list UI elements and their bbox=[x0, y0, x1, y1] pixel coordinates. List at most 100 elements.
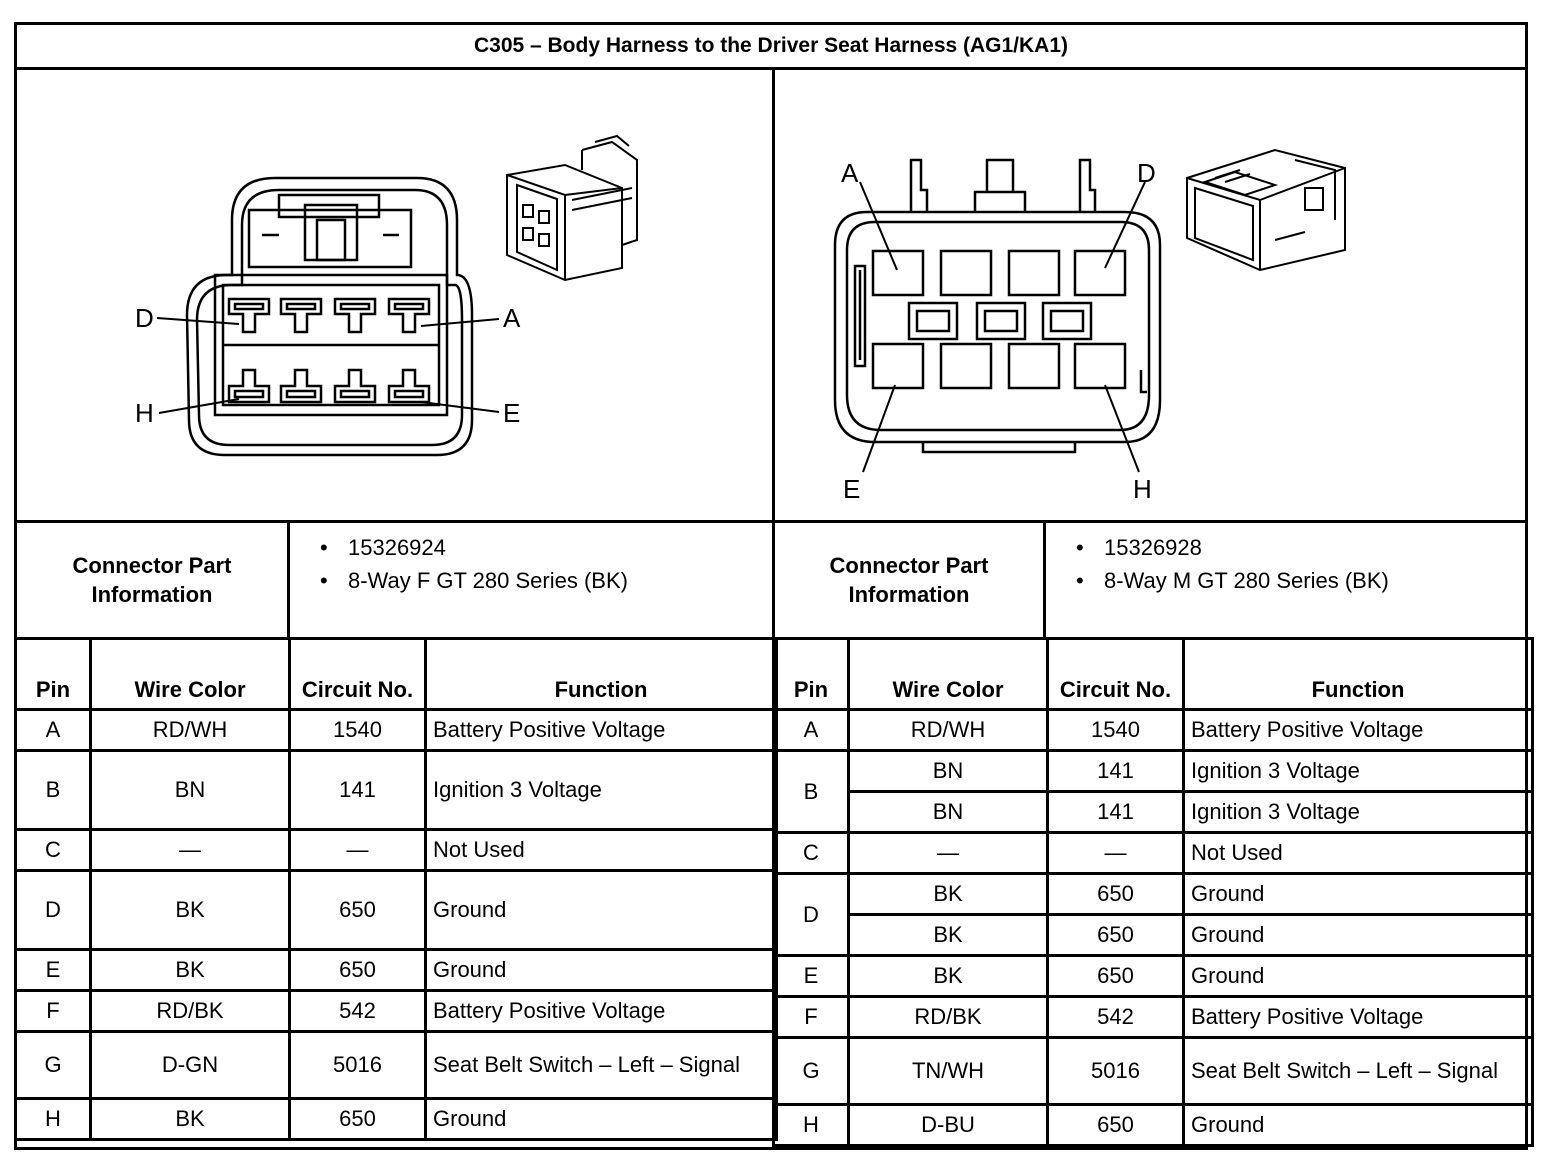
left-connector-diagram: D A H E bbox=[17, 70, 772, 522]
male-connector-drawing: A D E H bbox=[833, 148, 1346, 504]
cell-wire: BK bbox=[847, 872, 1049, 916]
cell-wire: RD/BK bbox=[847, 995, 1049, 1039]
cell-pin: D bbox=[772, 872, 850, 957]
cell-pin: E bbox=[772, 954, 850, 998]
cavity-b bbox=[939, 249, 993, 297]
cell-function: Ground bbox=[424, 1097, 778, 1141]
cell-function: Ground bbox=[1182, 872, 1534, 916]
male-connector-isometric-icon bbox=[1186, 148, 1346, 272]
cell-circuit: — bbox=[288, 828, 427, 872]
cell-function: Ignition 3 Voltage bbox=[1182, 749, 1534, 793]
left-part-info-divider bbox=[287, 523, 290, 637]
right-part-info-divider bbox=[1043, 523, 1046, 637]
cell-wire: BN bbox=[89, 749, 291, 831]
list-item: •8-Way F GT 280 Series (BK) bbox=[320, 568, 628, 593]
cell-function: Ground bbox=[424, 948, 778, 992]
cavity-c bbox=[279, 297, 323, 334]
diagram-bottom-border bbox=[17, 520, 1525, 523]
cell-circuit: 650 bbox=[1046, 1103, 1185, 1147]
table-header-row: Pin Wire Color Circuit No. Function bbox=[772, 637, 1534, 711]
cavity-f bbox=[939, 342, 993, 390]
header-function: Function bbox=[1182, 637, 1534, 711]
table-row: C——Not Used bbox=[14, 828, 778, 872]
cell-function: Ground bbox=[424, 869, 778, 951]
cavity-label-a: A bbox=[503, 303, 521, 333]
cell-function: Ignition 3 Voltage bbox=[424, 749, 778, 831]
cell-function: Seat Belt Switch – Left – Signal bbox=[1182, 1036, 1534, 1106]
cavity-label-h: H bbox=[135, 398, 154, 428]
header-circuit-no: Circuit No. bbox=[1046, 637, 1185, 711]
cell-function: Not Used bbox=[1182, 831, 1534, 875]
cell-circuit: 141 bbox=[1046, 749, 1185, 793]
cavity-e bbox=[871, 342, 925, 390]
cell-wire: BK bbox=[89, 948, 291, 992]
cell-circuit: 542 bbox=[288, 989, 427, 1033]
cavity-d bbox=[1073, 249, 1127, 297]
cell-circuit: 5016 bbox=[1046, 1036, 1185, 1106]
center-divider bbox=[772, 70, 775, 1150]
cell-wire: BK bbox=[847, 954, 1049, 998]
cell-circuit: 650 bbox=[288, 1097, 427, 1141]
cell-wire: BK bbox=[89, 1097, 291, 1141]
cell-wire: BN bbox=[847, 790, 1049, 834]
female-connector-drawing: D A H E bbox=[135, 134, 638, 457]
header-wire-color: Wire Color bbox=[847, 637, 1049, 711]
cell-function: Battery Positive Voltage bbox=[1182, 995, 1534, 1039]
female-connector-isometric-icon bbox=[506, 134, 638, 282]
cell-circuit: 1540 bbox=[288, 708, 427, 752]
cell-function: Ignition 3 Voltage bbox=[1182, 790, 1534, 834]
cavity-d bbox=[227, 297, 271, 334]
cell-pin: F bbox=[14, 989, 92, 1033]
cavity-g bbox=[1007, 342, 1061, 390]
left-part-info-label: Connector Part Information bbox=[72, 553, 232, 607]
connector-sheet: C305 – Body Harness to the Driver Seat H… bbox=[14, 22, 1534, 1150]
right-connector-diagram: A D E H bbox=[775, 70, 1528, 522]
cell-pin: H bbox=[14, 1097, 92, 1141]
left-part-info-list: •15326924 •8-Way F GT 280 Series (BK) bbox=[290, 531, 770, 597]
right-part-info-label: Connector Part Information bbox=[829, 553, 989, 607]
header-pin: Pin bbox=[772, 637, 850, 711]
header-pin: Pin bbox=[14, 637, 92, 711]
cell-wire: D-BU bbox=[847, 1103, 1049, 1147]
list-item: •15326928 bbox=[1076, 535, 1202, 560]
cell-circuit: 5016 bbox=[288, 1030, 427, 1100]
bottom-cavity-row bbox=[227, 368, 431, 404]
cell-function: Ground bbox=[1182, 913, 1534, 957]
cell-pin: B bbox=[14, 749, 92, 831]
cell-wire: TN/WH bbox=[847, 1036, 1049, 1106]
top-cavity-row bbox=[227, 297, 431, 334]
cell-circuit: 650 bbox=[288, 869, 427, 951]
cavity-a bbox=[387, 297, 431, 334]
cavity-b bbox=[333, 297, 377, 334]
cavity-h bbox=[1073, 342, 1127, 390]
cavity-label-a: A bbox=[841, 158, 859, 188]
cavity-label-e: E bbox=[503, 398, 520, 428]
cell-function: Not Used bbox=[424, 828, 778, 872]
cavity-f bbox=[333, 368, 377, 404]
cavity-c bbox=[1007, 249, 1061, 297]
cavity-g bbox=[279, 368, 323, 404]
cell-circuit: 542 bbox=[1046, 995, 1185, 1039]
cell-wire: RD/WH bbox=[89, 708, 291, 752]
cavity-e bbox=[387, 368, 431, 404]
cell-pin: G bbox=[14, 1030, 92, 1100]
cell-circuit: 141 bbox=[288, 749, 427, 831]
cavity-label-e: E bbox=[843, 474, 860, 504]
cell-pin: E bbox=[14, 948, 92, 992]
cavity-h bbox=[227, 368, 271, 404]
header-circuit-no: Circuit No. bbox=[288, 637, 427, 711]
cell-function: Battery Positive Voltage bbox=[424, 989, 778, 1033]
header-function: Function bbox=[424, 637, 778, 711]
